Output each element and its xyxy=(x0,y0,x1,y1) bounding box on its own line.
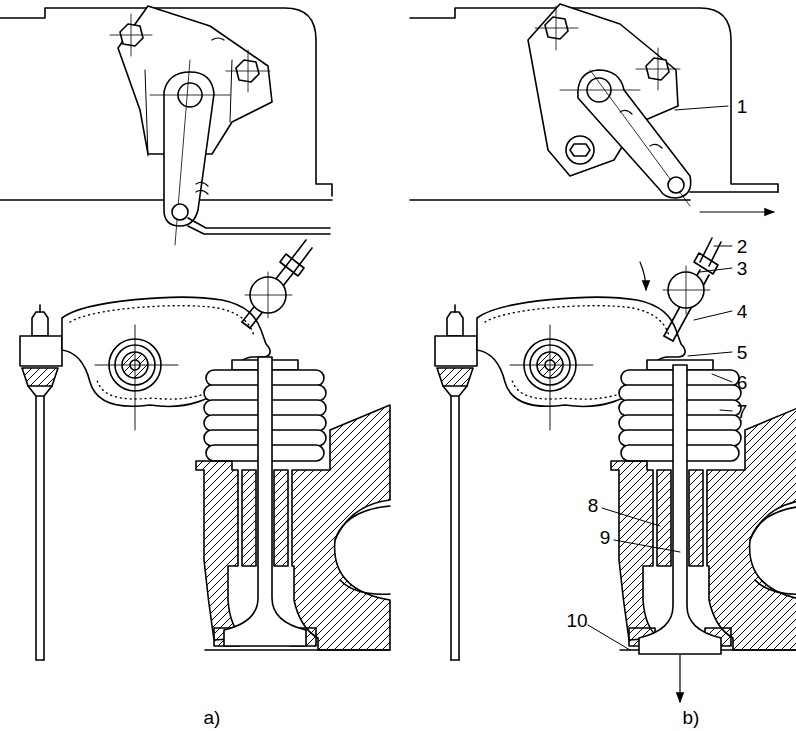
callout-number: 5 xyxy=(737,343,748,362)
panel-label: a) xyxy=(204,708,221,727)
callout-number: 4 xyxy=(737,302,748,321)
callout-number: 8 xyxy=(588,496,599,515)
callout-number: 10 xyxy=(566,611,587,630)
callout-number: 3 xyxy=(737,259,748,278)
callout-number: 9 xyxy=(600,528,611,547)
callout-number: 6 xyxy=(737,373,748,392)
callout-number: 1 xyxy=(737,97,748,116)
panel-label: b) xyxy=(683,708,700,727)
callout-number: 7 xyxy=(737,402,748,421)
callout-number: 2 xyxy=(737,237,748,256)
